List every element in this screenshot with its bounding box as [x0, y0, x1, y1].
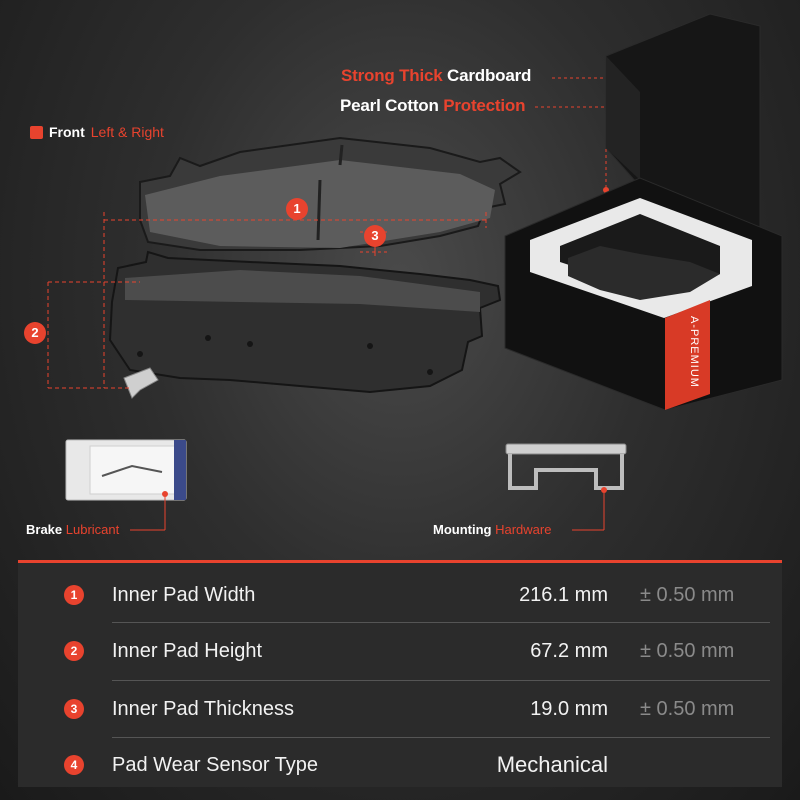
hardware-bold: Mounting	[433, 522, 492, 537]
dimension-2-badge: 2	[24, 322, 46, 344]
lubricant-accent: Lubricant	[65, 522, 120, 537]
cardboard-accent: Strong Thick	[341, 66, 443, 85]
lubricant-packet-icon	[65, 439, 187, 501]
spec-divider	[112, 680, 770, 681]
spec-value: 19.0 mm	[530, 697, 608, 720]
spec-tolerance: ± 0.50 mm	[640, 697, 735, 720]
spec-number-badge: 2	[64, 641, 84, 661]
dimension-1-badge: 1	[286, 198, 308, 220]
spec-label: Pad Wear Sensor Type	[112, 753, 319, 776]
dimension-3-badge: 3	[364, 225, 386, 247]
spec-label: Inner Pad Height	[112, 639, 263, 662]
box-brand-label: A-PREMIUM	[687, 316, 700, 388]
hardware-accent: Hardware	[495, 522, 552, 537]
spec-divider	[112, 622, 770, 623]
spec-label: Inner Pad Thickness	[112, 697, 294, 720]
spec-row: 1 Inner Pad Width 216.1 mm ± 0.50 mm	[18, 567, 782, 623]
cardboard-text: Cardboard	[447, 66, 532, 85]
spec-number-badge: 3	[64, 699, 84, 719]
packaging-box-illustration	[504, 13, 783, 411]
lubricant-label: Brake Lubricant	[26, 522, 119, 537]
cardboard-callout: Strong Thick Cardboard	[341, 66, 531, 86]
pearl-accent: Protection	[443, 96, 526, 115]
spec-divider	[112, 737, 770, 738]
brake-pads-illustration	[47, 136, 522, 399]
front-accent: Left & Right	[90, 124, 164, 140]
front-label: Front Left & Right	[30, 124, 164, 140]
spec-row: 3 Inner Pad Thickness 19.0 mm ± 0.50 mm	[18, 681, 782, 737]
pearl-callout: Pearl Cotton Protection	[340, 96, 525, 116]
spec-value: 216.1 mm	[519, 583, 608, 606]
mounting-hardware-icon	[505, 443, 627, 490]
hardware-label: Mounting Hardware	[433, 522, 551, 537]
front-marker-icon	[30, 125, 43, 139]
spec-label: Inner Pad Width	[112, 583, 256, 606]
front-bold: Front	[49, 124, 85, 140]
spec-row: 4 Pad Wear Sensor Type Mechanical	[18, 737, 782, 793]
spec-tolerance: ± 0.50 mm	[640, 639, 735, 662]
spec-number-badge: 1	[64, 585, 84, 605]
pearl-text: Pearl Cotton	[340, 96, 439, 115]
spec-value: Mechanical	[496, 752, 608, 777]
spec-number-badge: 4	[64, 755, 84, 775]
spec-tolerance: ± 0.50 mm	[640, 583, 735, 606]
spec-row: 2 Inner Pad Height 67.2 mm ± 0.50 mm	[18, 623, 782, 679]
spec-value: 67.2 mm	[530, 639, 608, 662]
lubricant-bold: Brake	[26, 522, 63, 537]
spec-table: 1 Inner Pad Width 216.1 mm ± 0.50 mm 2 I…	[18, 560, 782, 787]
